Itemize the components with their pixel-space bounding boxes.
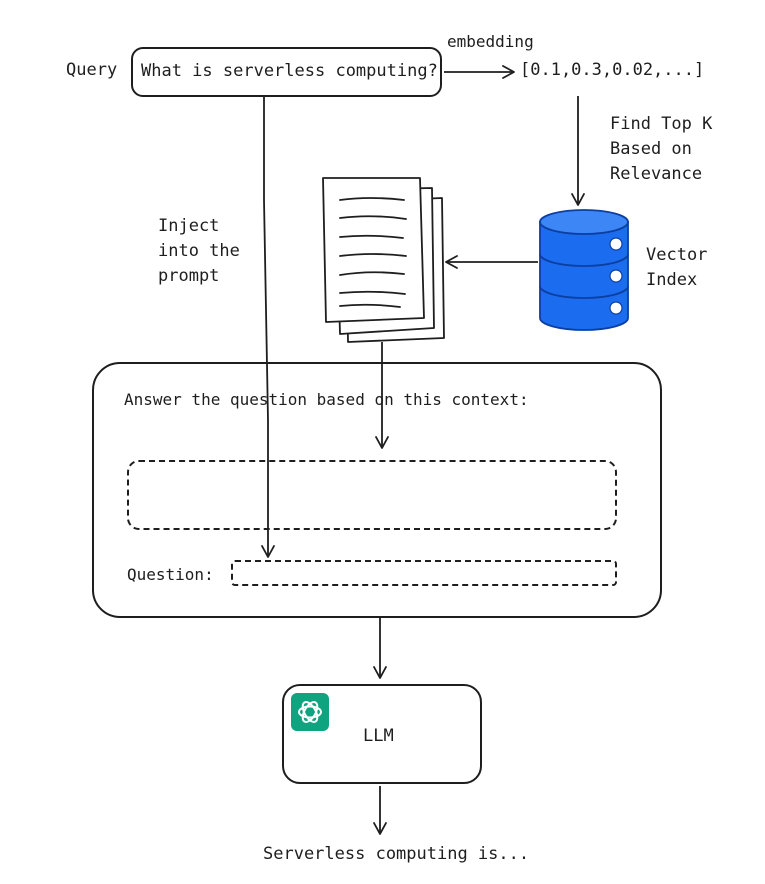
prompt-heading: Answer the question based on this contex… (124, 390, 529, 409)
output-text: Serverless computing is... (263, 844, 530, 864)
inject-label: Inject into the prompt (158, 216, 240, 286)
embedding-label: embedding (447, 32, 534, 51)
question-label: Question: (127, 565, 214, 584)
llm-label: LLM (363, 726, 394, 746)
database-icon (539, 209, 629, 331)
vector-index-label: Vector Index (646, 245, 708, 290)
openai-logo-icon (291, 693, 329, 731)
embedding-vector: [0.1,0.3,0.02,...] (520, 60, 705, 80)
retrieval-label: Find Top K Based on Relevance (610, 114, 713, 184)
query-text: What is serverless computing? (141, 61, 438, 81)
query-box: What is serverless computing? (131, 47, 442, 97)
query-label: Query (66, 60, 118, 80)
context-slot (127, 460, 617, 530)
document-stack-icon (322, 177, 445, 343)
question-slot (231, 560, 617, 586)
prompt-template-box (92, 362, 662, 618)
